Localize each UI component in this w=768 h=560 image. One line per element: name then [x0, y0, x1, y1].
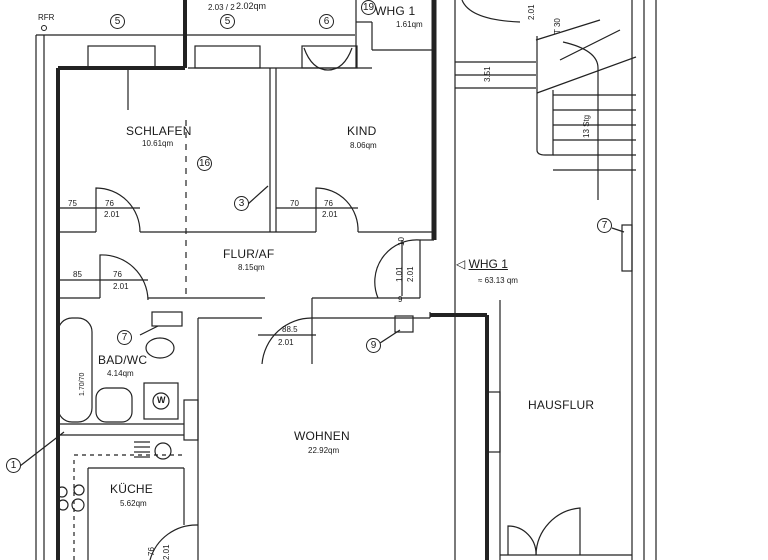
- unit-marker: ◁ WHG 1: [456, 258, 508, 270]
- dim-entry-door-w: 1.01: [395, 266, 404, 282]
- dim-bad-wall: 85: [73, 270, 82, 279]
- callout-3: 3: [234, 196, 249, 211]
- room-bad: BAD/WC: [98, 353, 148, 367]
- dim-stair-door-h: 2.01: [527, 4, 536, 20]
- callout-7-hall: 7: [597, 218, 612, 233]
- dim-kitchen-door-w: 76: [147, 547, 156, 556]
- dim-schlafen-door-h: 2.01: [104, 210, 120, 219]
- room-flur-area: 8.15qm: [238, 263, 265, 272]
- washer-icon: W: [157, 395, 166, 405]
- room-hausflur: HAUSFLUR: [528, 398, 595, 412]
- dim-stair-rise: 3.51: [483, 66, 492, 82]
- dim-stair-steps: 13 Stg: [582, 114, 591, 138]
- room-bad-area: 4.14qm: [107, 369, 134, 378]
- dim-bad-door-h: 2.01: [113, 282, 129, 291]
- dim-entry-top: 10: [397, 237, 406, 246]
- dim-schlafen-door-w: 76: [105, 199, 114, 208]
- top-fraction: 2.03 / 2: [208, 3, 235, 12]
- room-whg-small: WHG 1: [375, 4, 416, 18]
- callout-5a: 5: [110, 14, 125, 29]
- callout-6: 6: [319, 14, 334, 29]
- top-partial-area: 2.02qm: [236, 1, 267, 11]
- unit-total-area: ≈ 63.13 qm: [478, 276, 518, 285]
- room-kind-area: 8.06qm: [350, 141, 377, 150]
- dim-entry-door-h: 2.01: [406, 266, 415, 282]
- room-kueche-area: 5.62qm: [120, 499, 147, 508]
- callout-5b: 5: [220, 14, 235, 29]
- dim-entry-bottom: 9: [398, 295, 403, 304]
- dim-schlafen-wall: 75: [68, 199, 77, 208]
- room-kueche: KÜCHE: [110, 482, 154, 496]
- dim-kind-wall: 70: [290, 199, 299, 208]
- room-schlafen-area: 10.61qm: [142, 139, 174, 148]
- room-flur: FLUR/AF: [223, 247, 275, 261]
- unit-title: WHG 1: [468, 257, 508, 271]
- dim-stair-t30: T 30: [553, 18, 562, 34]
- dim-bad-door-w: 76: [113, 270, 122, 279]
- dim-bathtub: 1.70/70: [79, 372, 86, 396]
- dim-wohnen-door-h: 2.01: [278, 338, 294, 347]
- dim-kind-door-w: 76: [324, 199, 333, 208]
- callout-9: 9: [366, 338, 381, 353]
- callout-1: 1: [6, 458, 21, 473]
- dim-kind-door-h: 2.01: [322, 210, 338, 219]
- callout-16: 16: [197, 156, 212, 171]
- dim-wohnen-door-w: 88.5: [282, 325, 298, 334]
- room-kind: KIND: [347, 124, 377, 138]
- room-schlafen: SCHLAFEN: [126, 124, 192, 138]
- rfr-marker: RFR: [38, 13, 55, 22]
- room-whg-small-area: 1.61qm: [396, 20, 423, 29]
- room-wohnen-area: 22.92qm: [308, 446, 340, 455]
- callout-7-bath: 7: [117, 330, 132, 345]
- triangle-icon: ◁: [456, 257, 469, 271]
- callout-19: 19: [361, 0, 376, 15]
- dim-kitchen-door-h: 2.01: [162, 544, 171, 560]
- room-wohnen: WOHNEN: [294, 429, 350, 443]
